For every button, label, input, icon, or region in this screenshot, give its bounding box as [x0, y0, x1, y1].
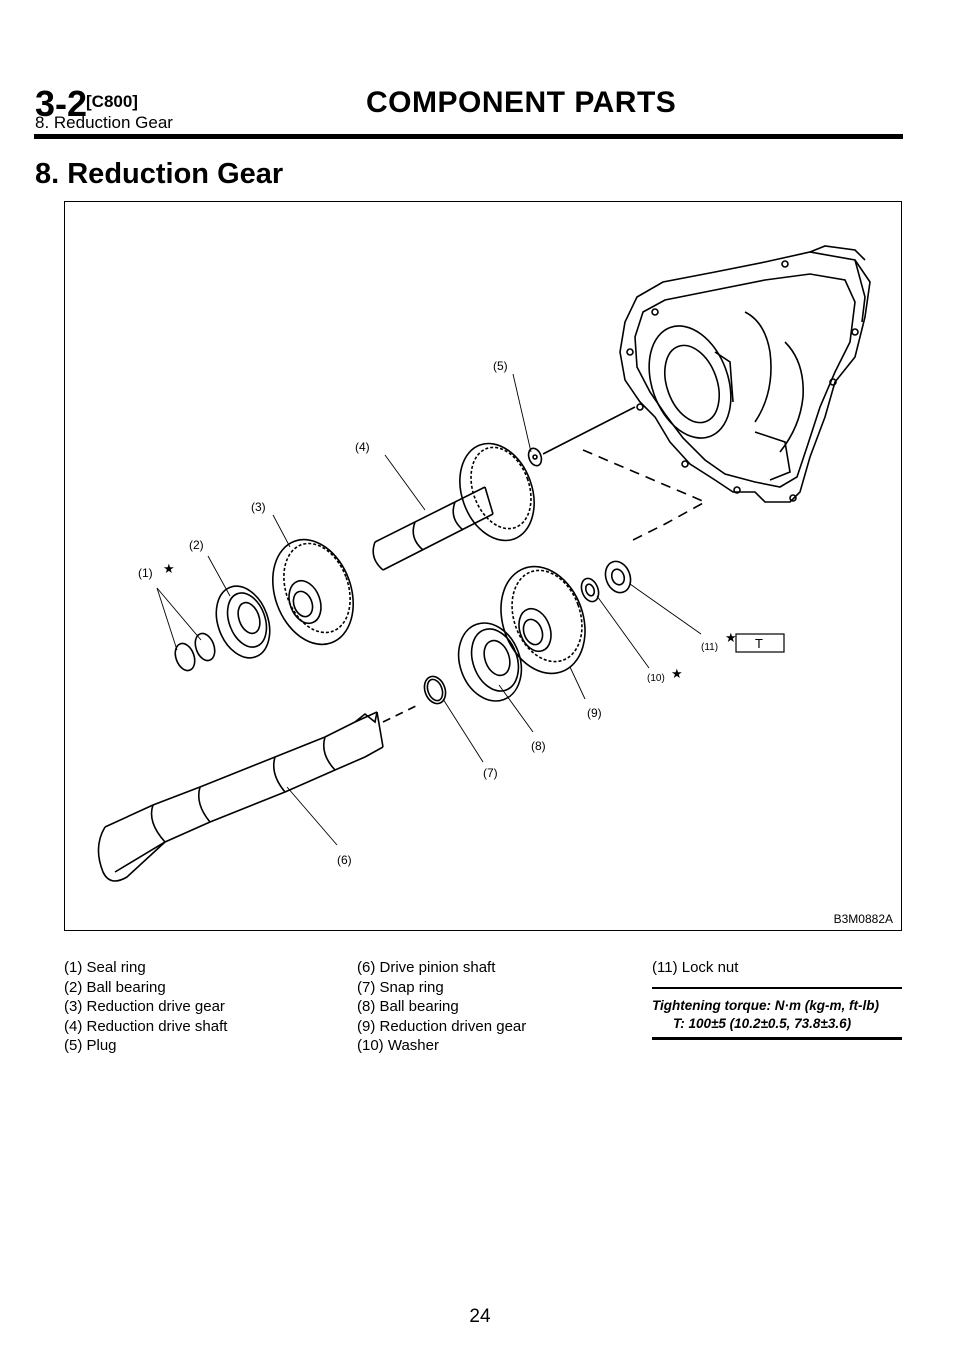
lock-nut — [604, 560, 632, 594]
callout-1: (1) — [138, 566, 153, 580]
torque-label: Tightening torque: N·m (kg-m, ft-lb) — [652, 998, 879, 1013]
legend-item: (11) Lock nut — [652, 959, 739, 976]
reduction-driven-gear — [500, 565, 586, 675]
header-subtitle: 8. Reduction Gear — [35, 113, 173, 132]
reduction-drive-gear — [271, 538, 355, 646]
star-icon: ★ — [163, 561, 175, 576]
exploded-view-drawing: (1) (2) (3) (4) (5) (6) (7) (8) (9) (10)… — [97, 245, 871, 882]
callout-4: (4) — [355, 440, 370, 454]
callout-10: (10) — [647, 673, 665, 684]
star-icon: ★ — [725, 630, 737, 645]
legend-item: (2) Ball bearing — [64, 978, 166, 996]
shaft-axis-dashed — [382, 703, 421, 723]
callout-3: (3) — [251, 500, 266, 514]
torque-spec-box: Tightening torque: N·m (kg-m, ft-lb) T: … — [652, 987, 902, 1040]
legend-item: (6) Drive pinion shaft — [357, 959, 496, 976]
transmission-case — [619, 245, 871, 503]
reduction-drive-shaft — [372, 442, 535, 571]
dashed-assembly-line — [582, 449, 707, 541]
callout-6: (6) — [337, 853, 352, 867]
callout-9: (9) — [587, 706, 602, 720]
callout-2: (2) — [189, 538, 204, 552]
assembly-axis-line — [542, 406, 636, 455]
section-number: 3-2 — [35, 83, 88, 124]
callout-8: (8) — [531, 739, 546, 753]
star-icon: ★ — [671, 666, 683, 681]
legend-item: (4) Reduction drive shaft — [64, 1017, 228, 1035]
chapter-title: COMPONENT PARTS — [366, 86, 677, 119]
washer — [580, 577, 600, 603]
snap-ring — [423, 675, 447, 705]
ball-bearing-2 — [215, 585, 271, 659]
drive-pinion-shaft — [97, 711, 384, 882]
plug — [527, 447, 543, 467]
legend-column-2: (6) Drive pinion shaft (7) Snap ring (8)… — [357, 958, 526, 1056]
legend-item: (10) Washer — [357, 1037, 439, 1054]
legend-item: (5) Plug — [64, 1037, 117, 1054]
seal-rings — [174, 632, 216, 672]
torque-rule-top — [652, 987, 902, 989]
legend-column-3: (11) Lock nut — [652, 958, 738, 978]
header-rule — [34, 134, 903, 139]
exploded-view-figure: (1) (2) (3) (4) (5) (6) (7) (8) (9) (10)… — [64, 201, 902, 931]
page-number: 24 — [469, 1306, 491, 1327]
legend-item: (7) Snap ring — [357, 978, 444, 996]
section-code: [C800] — [86, 92, 138, 111]
callout-7: (7) — [483, 766, 498, 780]
page-title: 8. Reduction Gear — [35, 158, 284, 190]
legend-column-1: (1) Seal ring (2) Ball bearing (3) Reduc… — [64, 958, 227, 1056]
legend-item: (3) Reduction drive gear — [64, 998, 225, 1015]
torque-value: T: 100±5 (10.2±0.5, 73.8±3.6) — [673, 1016, 852, 1031]
torque-rule-bottom — [652, 1037, 902, 1040]
figure-code: B3M0882A — [833, 912, 893, 926]
legend-item: (9) Reduction driven gear — [357, 1017, 527, 1035]
torque-marker: T — [755, 636, 763, 651]
legend-item: (1) Seal ring — [64, 959, 146, 976]
legend-item: (8) Ball bearing — [357, 998, 459, 1015]
callout-5: (5) — [493, 359, 508, 373]
torque-marker-box — [735, 633, 785, 653]
callout-11: (11) — [701, 642, 718, 653]
leader-lines — [156, 373, 702, 846]
